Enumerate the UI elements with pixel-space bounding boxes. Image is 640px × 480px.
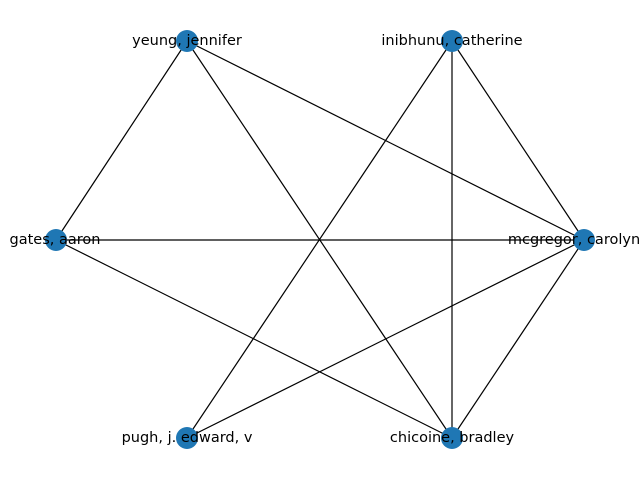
node-label-mcgregor: mcgregor, carolyn xyxy=(508,232,640,248)
node-label-pugh: pugh, j. edward, v xyxy=(122,430,253,446)
node-inibhunu xyxy=(441,30,463,52)
edge-mcgregor-chicoine xyxy=(451,239,585,439)
node-label-chicoine: chicoine, bradley xyxy=(390,430,515,446)
node-label-yeung: yeung, jennifer xyxy=(132,33,242,49)
node-yeung xyxy=(176,30,198,52)
node-pugh xyxy=(176,427,198,449)
node-layer xyxy=(45,30,595,449)
node-chicoine xyxy=(441,427,463,449)
edge-inibhunu-mcgregor xyxy=(451,40,585,241)
node-gates xyxy=(45,229,67,251)
label-layer: yeung, jennifer inibhunu, catherine gates,… xyxy=(10,33,640,446)
node-label-gates: gates, aaron xyxy=(10,232,101,248)
edge-yeung-gates xyxy=(55,40,188,241)
node-mcgregor xyxy=(573,229,595,251)
edge-layer xyxy=(55,40,585,439)
edge-gates-chicoine xyxy=(55,239,453,439)
node-label-inibhunu: inibhunu, catherine xyxy=(381,33,522,49)
edge-mcgregor-pugh xyxy=(186,239,585,439)
